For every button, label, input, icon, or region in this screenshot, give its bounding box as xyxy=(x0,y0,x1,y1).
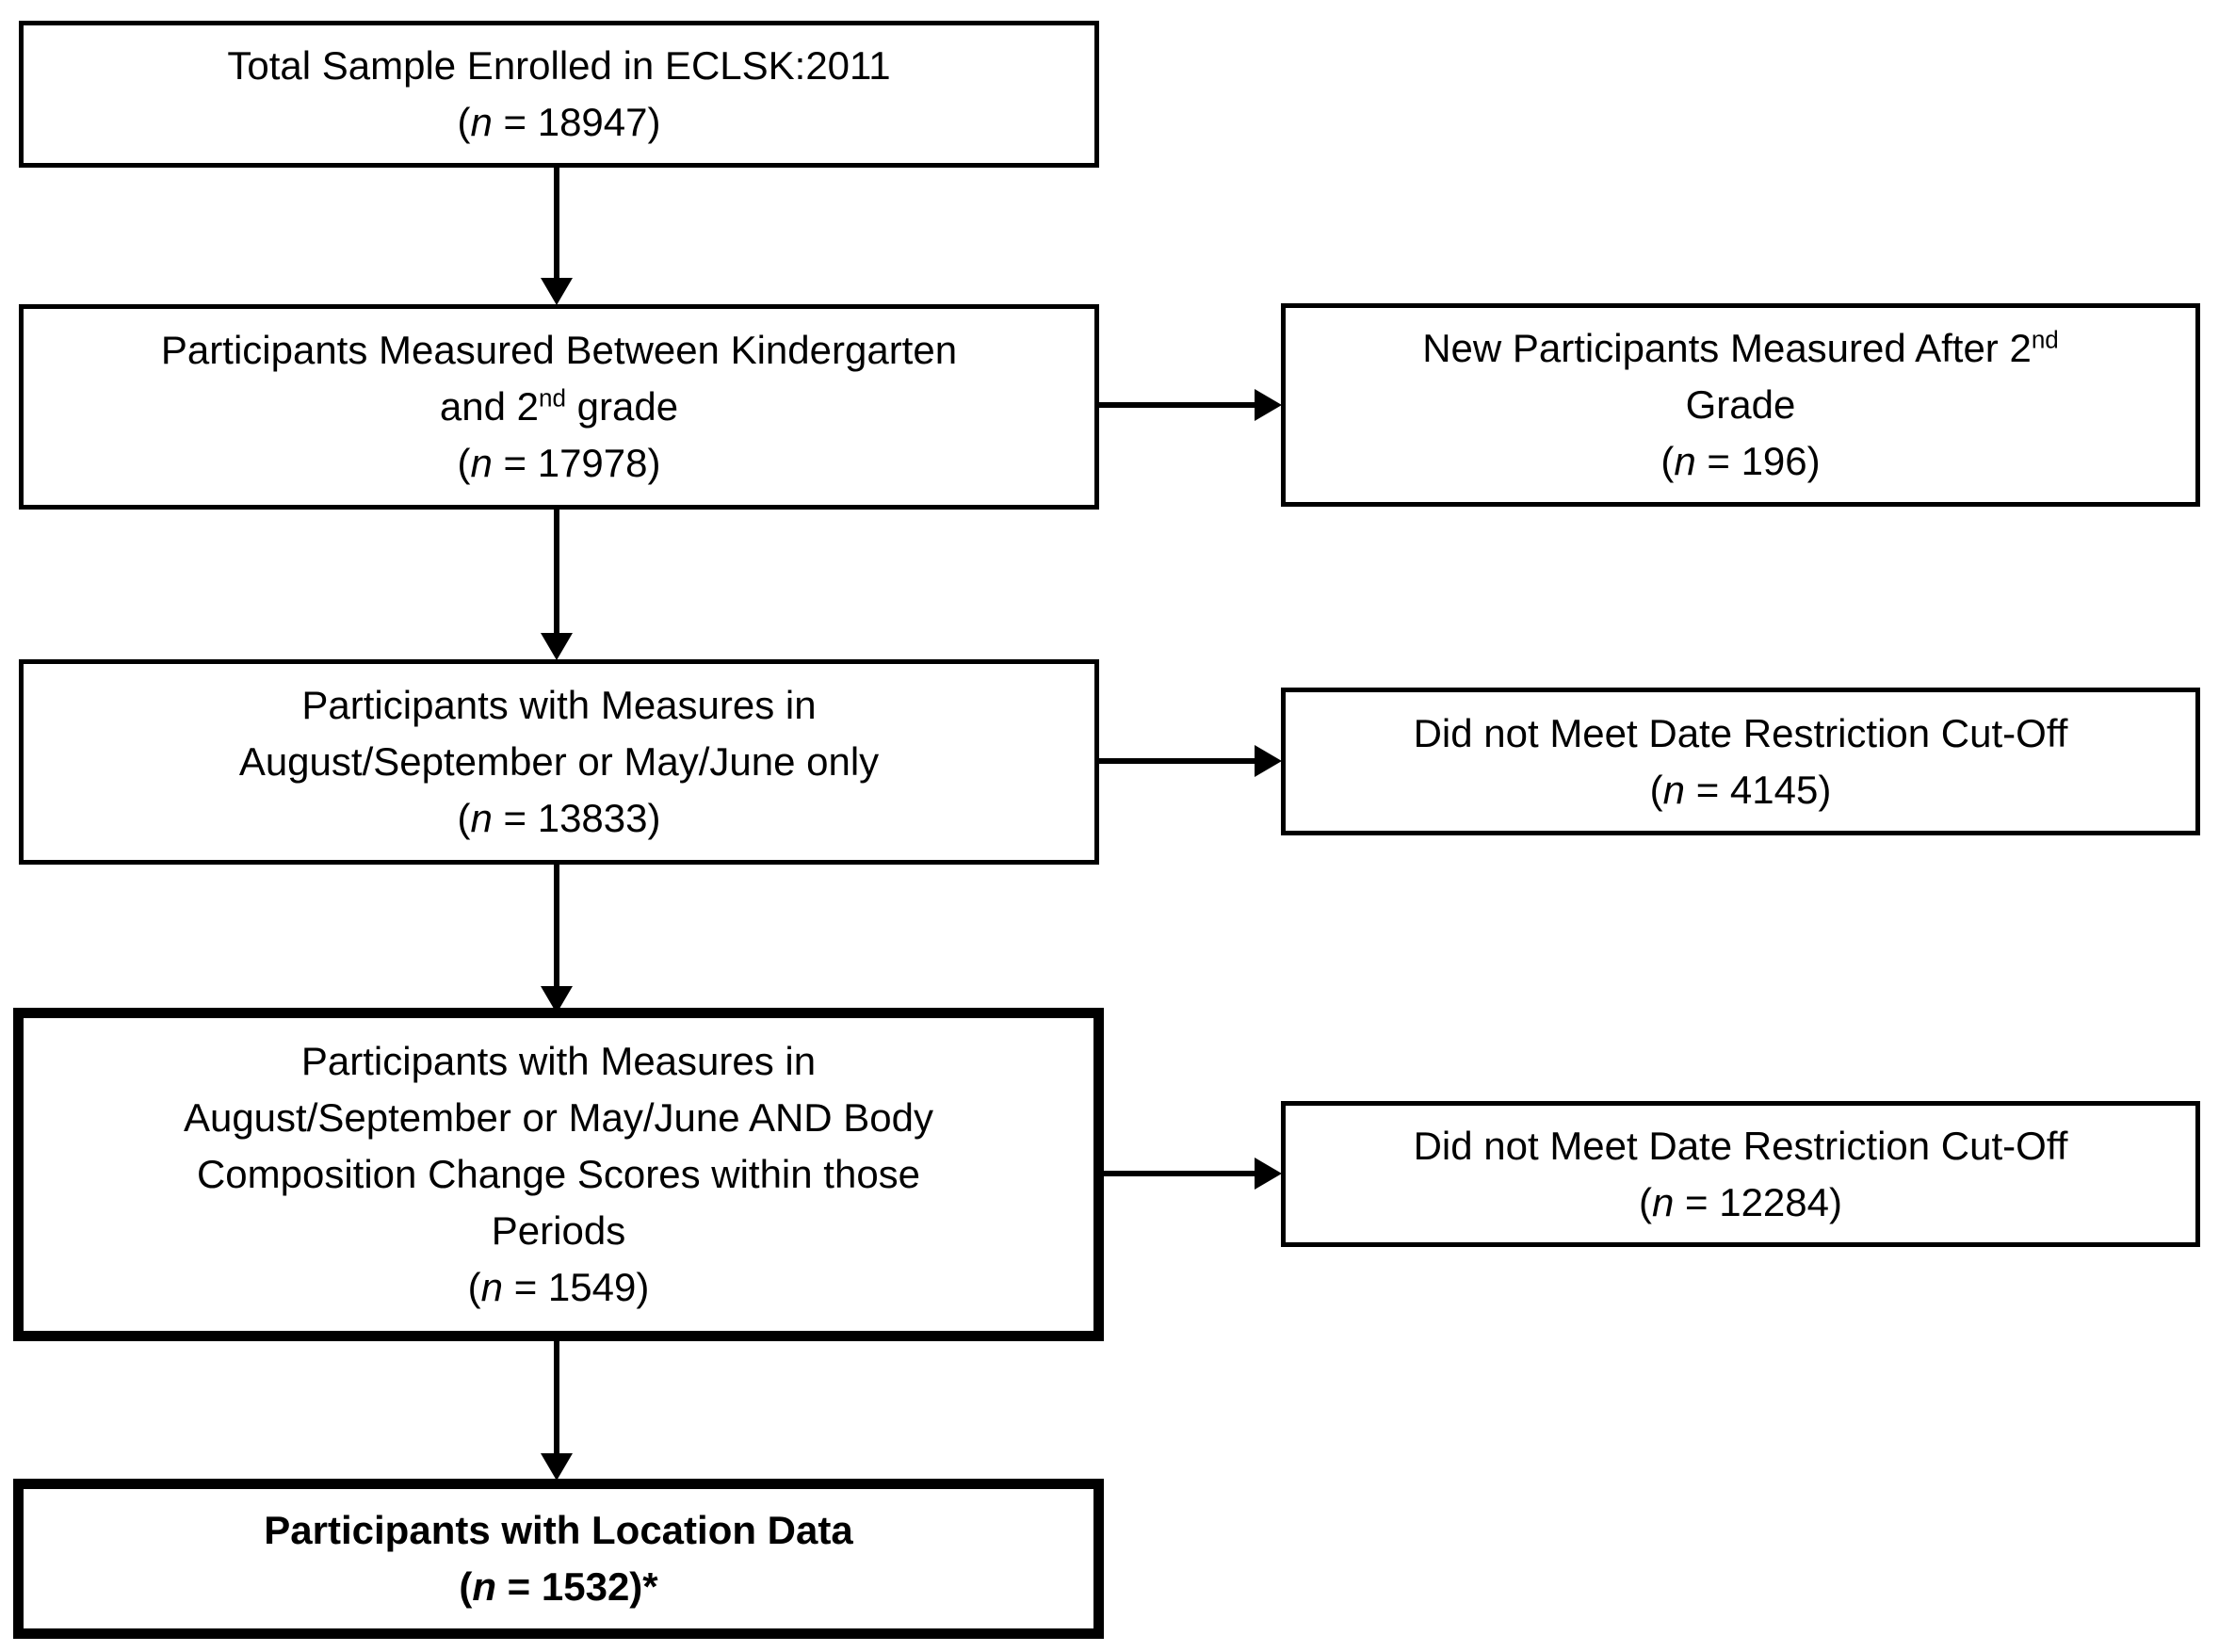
box-n-line: (n = 196) xyxy=(1660,439,1821,483)
right-arrow-line xyxy=(1099,758,1255,764)
right-arrow-head-icon xyxy=(1255,389,1282,421)
box-n-line: (n = 1532)* xyxy=(459,1564,658,1609)
n-symbol: n xyxy=(470,100,493,144)
down-arrow-head-icon xyxy=(541,633,573,660)
n-symbol: n xyxy=(470,796,493,840)
box-label-line: August/September or May/June only xyxy=(238,739,880,784)
right-arrow-line xyxy=(1099,402,1255,408)
box-location-data: Participants with Location Data (n = 153… xyxy=(13,1479,1104,1639)
box-n-line: (n = 4145) xyxy=(1649,767,1832,812)
box-n-line: (n = 1549) xyxy=(467,1265,650,1309)
box-n-line: (n = 13833) xyxy=(457,796,661,840)
right-arrow-head-icon xyxy=(1255,1158,1282,1190)
box-label-line: Grade xyxy=(1685,382,1796,427)
box-label-line: and 2nd grade xyxy=(439,383,679,429)
n-symbol: n xyxy=(470,441,493,485)
n-symbol: n xyxy=(472,1564,496,1609)
box-date-restriction-cutoff-1: Did not Meet Date Restriction Cut-Off (n… xyxy=(1281,688,2200,835)
box-label-line: Did not Meet Date Restriction Cut-Off xyxy=(1413,1123,2068,1168)
box-date-restriction-cutoff-2: Did not Meet Date Restriction Cut-Off (n… xyxy=(1281,1101,2200,1247)
down-arrow-line xyxy=(554,1339,559,1458)
box-total-sample: Total Sample Enrolled in ECLSK:2011 (n =… xyxy=(19,21,1099,168)
box-label-line: Composition Change Scores within those xyxy=(196,1152,921,1196)
box-label-line: Periods xyxy=(491,1208,626,1253)
box-label-line: New Participants Measured After 2nd xyxy=(1422,325,2059,370)
box-label-line: Participants with Measures in xyxy=(300,1039,817,1083)
superscript: nd xyxy=(539,383,566,413)
n-symbol: n xyxy=(1651,1179,1675,1224)
box-label-line: Did not Meet Date Restriction Cut-Off xyxy=(1413,710,2068,755)
box-label-line: Participants with Measures in xyxy=(301,683,817,727)
down-arrow-line xyxy=(554,864,559,988)
box-measures-aug-sep-may-jun: Participants with Measures in August/Sep… xyxy=(19,659,1099,865)
box-label-line: Participants with Location Data xyxy=(264,1508,853,1552)
n-symbol: n xyxy=(480,1265,504,1309)
box-measured-k-2nd: Participants Measured Between Kindergart… xyxy=(19,304,1099,510)
down-arrow-line xyxy=(554,167,559,282)
n-symbol: n xyxy=(1674,439,1696,483)
down-arrow-line xyxy=(554,509,559,635)
box-label-line: August/September or May/June AND Body xyxy=(183,1095,934,1140)
box-n-line: (n = 17978) xyxy=(457,441,661,485)
box-n-line: (n = 18947) xyxy=(457,100,661,144)
right-arrow-line xyxy=(1099,1171,1255,1176)
down-arrow-head-icon xyxy=(541,278,573,305)
box-label-line: Total Sample Enrolled in ECLSK:2011 xyxy=(227,43,891,88)
superscript: nd xyxy=(2031,325,2059,354)
box-measures-and-change-scores: Participants with Measures in August/Sep… xyxy=(13,1008,1104,1341)
box-n-line: (n = 12284) xyxy=(1638,1179,1842,1224)
n-symbol: n xyxy=(1662,767,1686,812)
box-new-participants-after-2nd: New Participants Measured After 2nd Grad… xyxy=(1281,303,2200,507)
box-label-line: Participants Measured Between Kindergart… xyxy=(160,328,958,372)
down-arrow-head-icon xyxy=(541,986,573,1013)
right-arrow-head-icon xyxy=(1255,745,1282,777)
down-arrow-head-icon xyxy=(541,1453,573,1481)
